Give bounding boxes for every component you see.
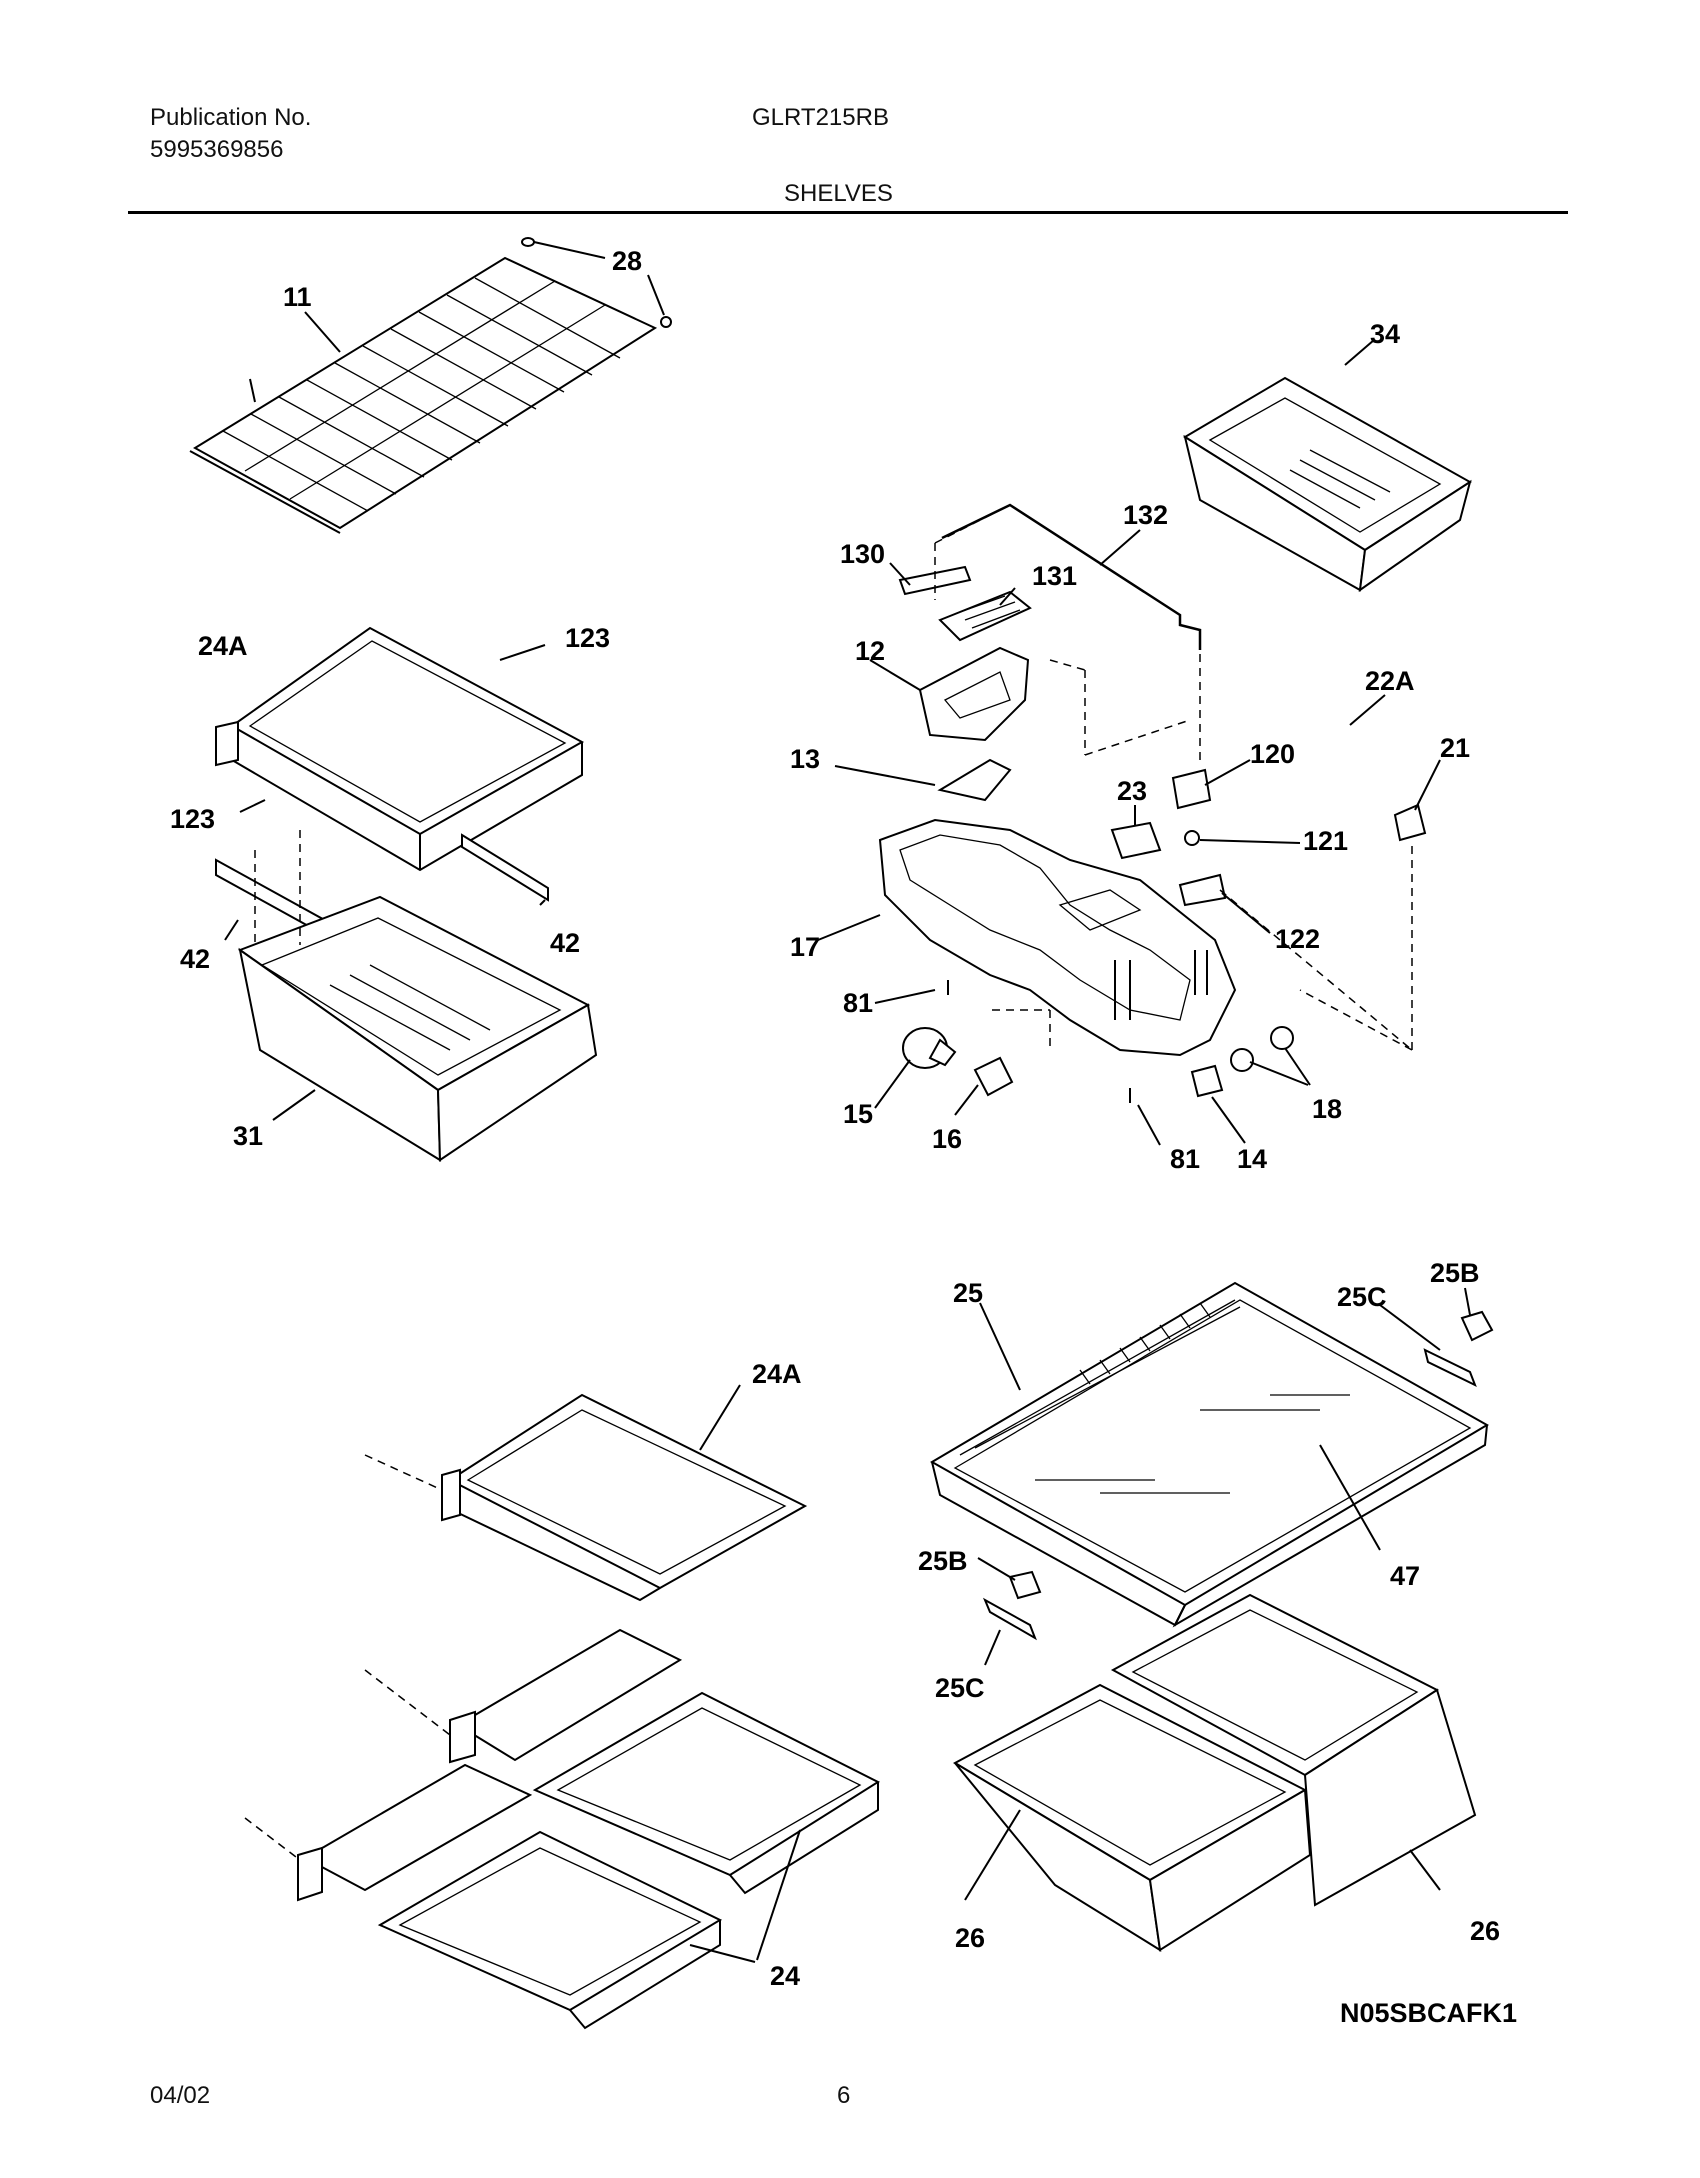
- damper-housing: [918, 646, 1030, 742]
- crisper-cover-insert: [1035, 1394, 1350, 1494]
- cantilever-shelf: [449, 1628, 881, 1895]
- cover-clip: [1008, 1310, 1494, 1600]
- part-label-42-b: 42: [180, 944, 210, 974]
- part-label-25c-b: 25C: [935, 1673, 985, 1703]
- shelf-cap: [521, 237, 672, 328]
- cantilever-shelf: [297, 1763, 723, 2030]
- part-label-17: 17: [790, 932, 820, 962]
- wire-shelf: [189, 256, 658, 534]
- part-label-81-b: 81: [1170, 1144, 1200, 1174]
- publication-label: Publication No.: [150, 104, 312, 131]
- control-housing-filter: [938, 590, 1032, 642]
- part-label-47: 47: [1390, 1561, 1420, 1591]
- part-label-122: 122: [1275, 924, 1320, 954]
- publication-number: 5995369856: [150, 136, 284, 163]
- part-label-120: 120: [1250, 739, 1295, 769]
- crisper-drawer: [237, 895, 598, 1162]
- screw: [947, 980, 1131, 1103]
- crisper-pan: [1110, 1593, 1477, 1907]
- part-label-132: 132: [1123, 500, 1168, 530]
- part-label-11: 11: [283, 282, 312, 312]
- part-label-25c-a: 25C: [1337, 1282, 1387, 1312]
- light-bulb: [902, 1027, 957, 1069]
- part-label-123-a: 123: [565, 623, 610, 653]
- part-label-131: 131: [1032, 561, 1077, 591]
- part-label-14: 14: [1237, 1144, 1267, 1174]
- part-labels: 11 28 34 132 130 131 12 22A 21 24A 123 1…: [170, 246, 1500, 1991]
- crisper-cover-frame: [930, 1281, 1489, 1628]
- thermostat-clip: [1171, 768, 1212, 810]
- part-label-24a-bottom: 24A: [752, 1359, 802, 1389]
- part-label-81-a: 81: [843, 988, 873, 1018]
- relay-switch: [1110, 821, 1162, 860]
- control-knob-bracket: [898, 565, 972, 596]
- part-label-24: 24: [770, 1961, 800, 1991]
- sensor-switch: [1393, 803, 1427, 842]
- part-label-34: 34: [1370, 319, 1400, 349]
- crisper-pan: [952, 1683, 1312, 1952]
- diagram-code: N05SBCAFK1: [1340, 1998, 1517, 2028]
- part-label-123-b: 123: [170, 804, 215, 834]
- part-label-15: 15: [843, 1099, 873, 1129]
- part-label-12: 12: [855, 636, 885, 666]
- freezer-basket: [1183, 376, 1472, 593]
- part-label-28: 28: [612, 246, 642, 276]
- part-label-25b-b: 25B: [918, 1546, 968, 1576]
- grommet: [1184, 830, 1200, 846]
- part-label-23: 23: [1117, 776, 1147, 806]
- control-housing: [878, 818, 1237, 1057]
- part-label-130: 130: [840, 539, 885, 569]
- part-label-22a: 22A: [1365, 666, 1415, 696]
- part-label-16: 16: [932, 1124, 962, 1154]
- header-rule: [128, 211, 1568, 214]
- part-label-42-a: 42: [550, 928, 580, 958]
- knob: [1230, 1026, 1294, 1072]
- crisper-cover-glass-shelf-bottom: [441, 1393, 808, 1602]
- section-title: SHELVES: [784, 180, 893, 207]
- diffuser-baffle: [937, 758, 1012, 802]
- part-label-25: 25: [953, 1278, 983, 1308]
- mounting-bracket: [1178, 873, 1227, 907]
- part-label-21: 21: [1440, 733, 1470, 763]
- footer-date: 04/02: [150, 2082, 211, 2109]
- page-number: 6: [837, 2082, 851, 2109]
- part-label-18: 18: [1312, 1094, 1342, 1124]
- part-label-26-a: 26: [955, 1923, 985, 1953]
- part-label-13: 13: [790, 744, 820, 774]
- light-switch: [1190, 1064, 1224, 1098]
- light-socket: [973, 1056, 1014, 1097]
- part-label-25b-a: 25B: [1430, 1258, 1480, 1288]
- part-label-121: 121: [1303, 826, 1348, 856]
- part-label-24a-top: 24A: [198, 631, 248, 661]
- cover-bracket: [982, 1348, 1477, 1641]
- model-number: GLRT215RB: [752, 104, 889, 131]
- crisper-cover-glass-shelf-top: [215, 626, 585, 872]
- part-label-26-b: 26: [1470, 1916, 1500, 1946]
- part-label-31: 31: [233, 1121, 263, 1151]
- leader-lines: [224, 241, 1471, 1963]
